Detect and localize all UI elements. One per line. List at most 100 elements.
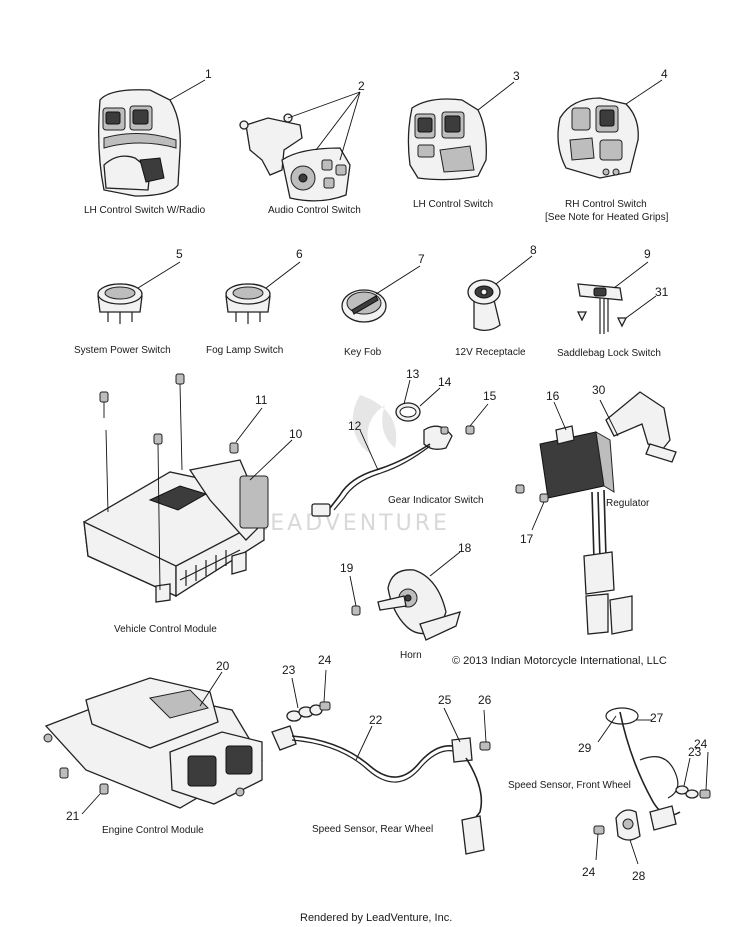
callout-6: 6 [296,247,303,261]
leader-19 [349,575,357,607]
leader-25 [443,707,461,743]
leader-2a [287,91,361,119]
part-key-fob[interactable] [341,289,387,323]
label-vehicle-control-module: Vehicle Control Module [114,624,217,635]
callout-19: 19 [340,561,354,575]
copyright-text: © 2013 Indian Motorcycle International, … [452,655,667,667]
callout-20: 20 [216,659,230,673]
leader-1 [169,79,206,101]
leader-3 [477,81,515,111]
part-lh-control-switch-radio[interactable] [98,89,181,197]
footer-credit: Rendered by LeadVenture, Inc. [300,912,452,924]
leader-23b [683,757,691,787]
label-lh-control-switch-radio: LH Control Switch W/Radio [84,205,206,216]
leader-24c [595,833,599,861]
callout-3: 3 [513,69,520,83]
label-12v-receptacle: 12V Receptacle [455,347,526,358]
part-system-power-switch[interactable] [97,283,143,324]
label-speed-sensor-rear: Speed Sensor, Rear Wheel [312,824,433,835]
leader-7 [375,265,421,295]
callout-29: 29 [578,741,592,755]
callout-7: 7 [418,252,425,266]
callout-23-right: 23 [688,745,702,759]
callout-11: 11 [255,393,268,407]
leader-21 [81,793,101,815]
callout-25: 25 [438,693,452,707]
leader-30 [599,399,619,437]
callout-16: 16 [546,389,560,403]
callout-17: 17 [520,532,534,546]
leader-20 [199,671,223,707]
label-lh-control-switch: LH Control Switch [413,199,493,210]
label-regulator: Regulator [606,498,650,509]
callout-12: 12 [348,419,362,433]
callout-2: 2 [358,79,365,93]
vcm-screws [99,373,239,591]
watermark: LEADVENTURE [255,395,450,536]
callout-5: 5 [176,247,183,261]
callout-24-left: 24 [318,653,332,667]
callout-22: 22 [369,713,383,727]
leader-16 [553,401,567,431]
label-engine-control-module: Engine Control Module [102,825,204,836]
label-speed-sensor-front: Speed Sensor, Front Wheel [508,780,631,791]
part-saddlebag-lock-switch[interactable] [576,283,628,334]
leader-24a [323,669,327,703]
callout-18: 18 [458,541,472,555]
leader-26 [483,709,487,743]
watermark-text: LEADVENTURE [255,511,450,536]
leader-28 [629,839,639,865]
part-lh-control-switch[interactable] [407,98,487,181]
part-engine-control-module[interactable] [43,677,263,809]
leader-9 [613,261,649,289]
callout-27: 27 [650,711,664,725]
part-speed-sensor-front[interactable] [593,707,711,841]
callout-4: 4 [661,67,668,81]
part-12v-receptacle[interactable] [467,279,501,332]
callout-15: 15 [483,389,497,403]
callout-14: 14 [438,375,452,389]
leader-12 [359,429,379,471]
callout-21: 21 [66,809,80,823]
part-vehicle-control-module[interactable] [83,459,269,603]
callout-13: 13 [406,367,420,381]
label-rh-heated-grips-note: [See Note for Heated Grips] [545,212,669,223]
callout-8: 8 [530,243,537,257]
label-saddlebag-lock-switch: Saddlebag Lock Switch [557,348,661,359]
label-system-power-switch: System Power Switch [74,345,171,356]
label-key-fob: Key Fob [344,347,382,358]
part-fog-lamp-switch[interactable] [225,283,271,324]
callout-31-top: 31 [655,285,669,299]
label-audio-control-switch: Audio Control Switch [268,205,361,216]
part-speed-sensor-rear[interactable] [271,701,491,855]
leader-6 [265,261,301,289]
label-fog-lamp-switch: Fog Lamp Switch [206,345,283,356]
leader-4 [625,79,663,105]
leader-5 [137,261,181,289]
leader-29 [597,715,617,743]
callout-28: 28 [632,869,646,883]
leader-23a [291,677,299,709]
part-regulator[interactable] [515,391,677,635]
callout-24-right-bottom: 24 [582,865,596,879]
callout-24-right-top: 24 [694,737,708,751]
leader-10 [249,439,293,481]
leader-2c [339,91,361,161]
leader-18 [429,551,461,577]
leader-11 [235,407,263,443]
part-rh-control-switch[interactable] [557,97,639,179]
callout-10: 10 [289,427,303,441]
leader-22 [355,725,373,761]
label-rh-control-switch: RH Control Switch [565,199,647,210]
callout-9: 9 [644,247,651,261]
leader-31 [625,295,657,319]
callout-23-left: 23 [282,663,296,677]
part-horn[interactable] [351,569,461,641]
part-gear-indicator-switch[interactable] [311,402,475,517]
callout-1: 1 [205,67,212,81]
leader-24b [705,751,709,791]
label-horn: Horn [400,650,422,661]
label-gear-indicator-switch: Gear Indicator Switch [388,495,484,506]
